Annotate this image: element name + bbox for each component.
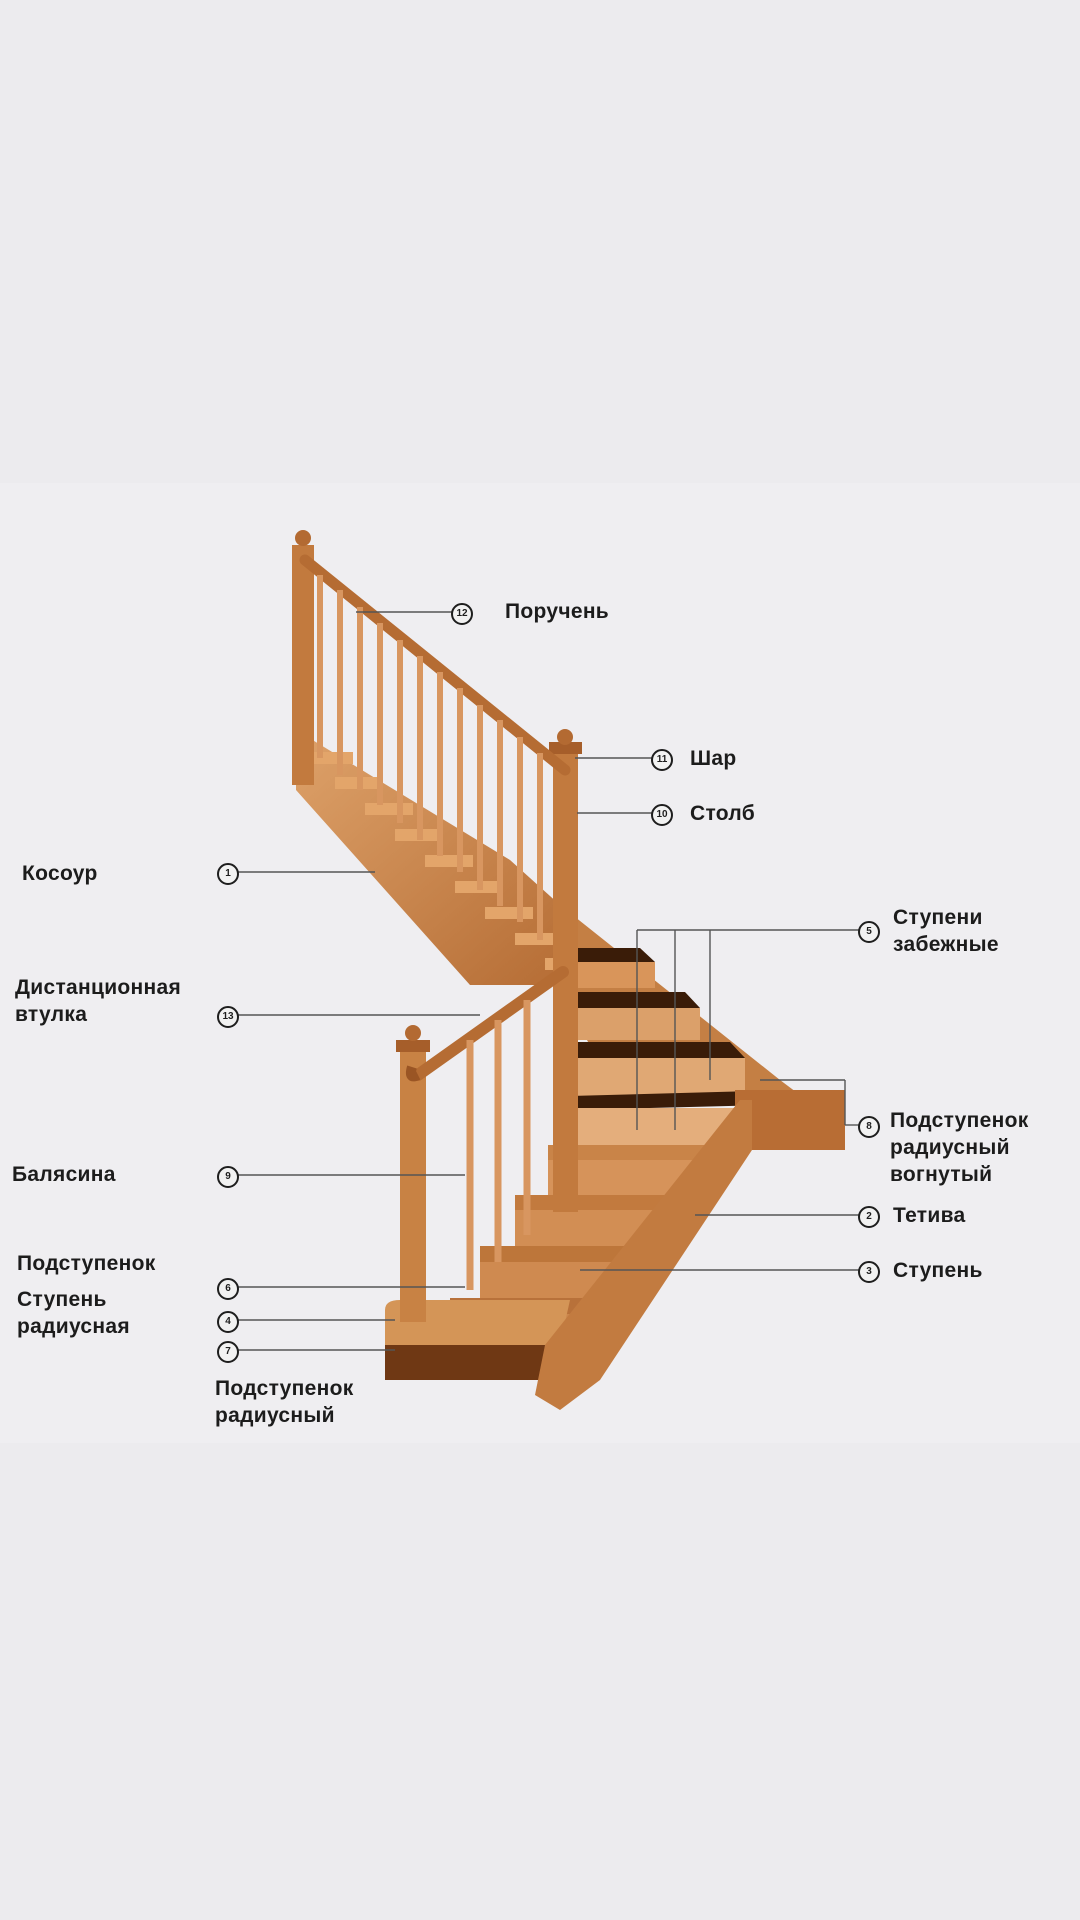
upper-balusters: [317, 575, 543, 940]
callout-number-6: 6: [217, 1278, 239, 1300]
label-radius-step: Ступень радиусная: [17, 1288, 130, 1338]
lower-newel-post: [396, 1025, 430, 1322]
callout-number-4: 4: [217, 1311, 239, 1333]
label-concave-radius-riser: Подступенок радиусный вогнутый: [890, 1109, 1029, 1186]
callout-number-10: 10: [651, 804, 673, 826]
label-riser: Подступенок: [17, 1252, 156, 1275]
handrail-volute: [405, 1065, 421, 1082]
callout-number-5: 5: [858, 921, 880, 943]
label-stringer: Косоур: [22, 862, 98, 885]
callout-number-13: 13: [217, 1006, 239, 1028]
label-side-stringer: Тетива: [893, 1204, 966, 1227]
callout-number-7: 7: [217, 1341, 239, 1363]
callout-number-9: 9: [217, 1166, 239, 1188]
callout-number-12: 12: [451, 603, 473, 625]
label-radius-riser: Подступенок радиусный: [215, 1377, 354, 1427]
callout-number-2: 2: [858, 1206, 880, 1228]
label-winder-steps: Ступени забежные: [893, 906, 999, 956]
upper-handrail: [299, 554, 571, 776]
callout-number-8: 8: [858, 1116, 880, 1138]
label-spacer-sleeve: Дистанционная втулка: [15, 976, 182, 1026]
callout-number-3: 3: [858, 1261, 880, 1283]
label-handrail: Поручень: [505, 600, 610, 623]
landing-block: [735, 1090, 845, 1150]
callout-number-11: 11: [651, 749, 673, 771]
upper-newel-post: [292, 530, 314, 785]
callout-number-1: 1: [217, 863, 239, 885]
lower-handrail: [412, 966, 569, 1081]
label-newel-post: Столб: [690, 802, 756, 825]
lower-balusters: [466, 1000, 531, 1290]
label-ball: Шар: [690, 747, 737, 770]
lower-stringer: [535, 1100, 752, 1410]
leader-lines: [237, 611, 860, 1351]
label-baluster: Балясина: [12, 1163, 116, 1186]
label-step: Ступень: [893, 1259, 983, 1282]
